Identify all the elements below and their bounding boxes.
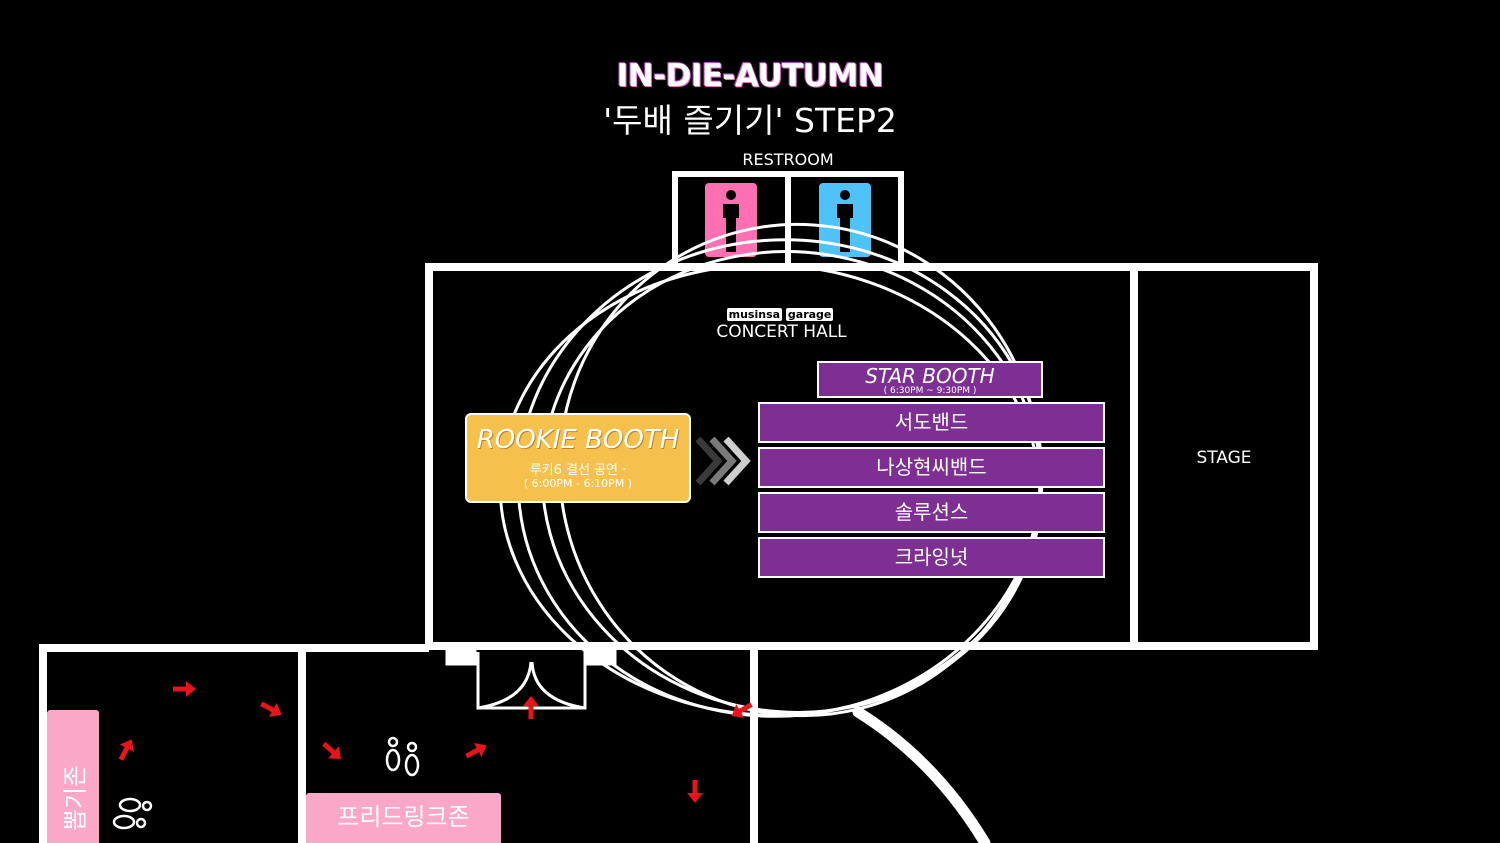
male-restroom-icon (819, 183, 871, 257)
concert-hall-label: CONCERT HALL (716, 322, 847, 342)
free-drink-zone: 프리드링크존 (306, 793, 501, 843)
chevron-arrows-icon (695, 436, 751, 486)
hall-door (445, 648, 617, 710)
band-item: 나상현씨밴드 (758, 447, 1105, 488)
rookie-booth-time: ( 6:00PM - 6:10PM ) (523, 477, 633, 490)
star-booth-header: STAR BOOTH ( 6:30PM ~ 9:30PM ) (817, 361, 1043, 398)
rookie-booth: ROOKIE BOOTH 루키6 결선 공연 · ( 6:00PM - 6:10… (465, 413, 691, 503)
stage-label: STAGE (1196, 448, 1252, 468)
band-item: 크라잉넛 (758, 537, 1105, 578)
star-booth-time: ( 6:30PM ~ 9:30PM ) (883, 386, 977, 396)
rookie-booth-description: 루키6 결선 공연 · (529, 463, 627, 478)
venue-logo: musinsa garage (680, 308, 880, 321)
page-subtitle: '두배 즐기기' STEP2 (603, 101, 897, 140)
concert-hall-walls (425, 263, 1318, 650)
lower-rooms (39, 644, 758, 843)
lottery-zone-label: 뽑기존 (61, 764, 90, 832)
footprints-icon (385, 736, 420, 777)
band-item: 솔루션스 (758, 492, 1105, 533)
red-arrow-icon (118, 681, 753, 803)
star-booth-name: STAR BOOTH (865, 364, 995, 388)
footprints-icon (112, 797, 153, 830)
page-title: IN-DIE-AUTUMN (616, 58, 884, 94)
rookie-booth-name: ROOKIE BOOTH (476, 425, 680, 455)
venue-logo-right: garage (785, 308, 834, 321)
band-item: 서도밴드 (758, 402, 1105, 443)
venue-logo-left: musinsa (726, 308, 783, 321)
loop-tail (852, 706, 991, 843)
lottery-zone: 뽑기존 (47, 710, 99, 843)
restroom-label: RESTROOM (742, 150, 834, 169)
